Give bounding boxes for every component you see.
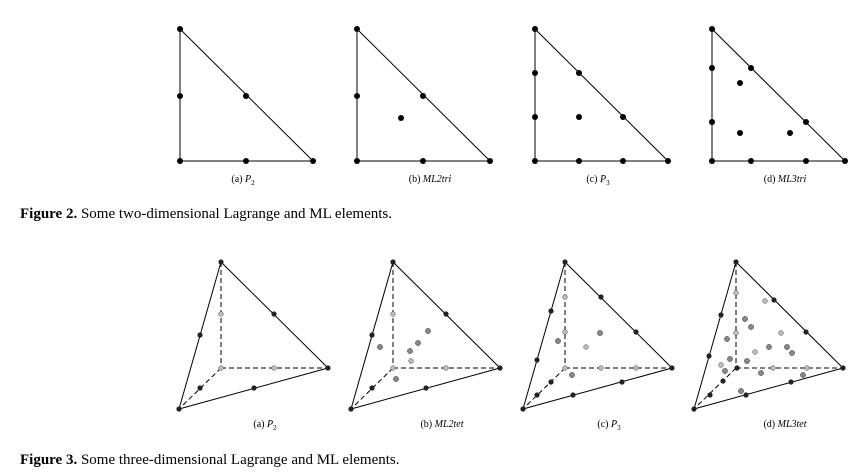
triangle-p3-diagram [532,26,671,164]
subcaption: (c) P3 [586,174,610,187]
fig2-panel-a: (a) P2 [168,20,328,195]
fig2-panel-d: (d) ML3tri [700,20,860,195]
figure-3-caption: Figure 3. Some three-dimensional Lagrang… [20,452,400,468]
subcaption: (c) P3 [597,419,621,432]
fig3-panel-b: (b) ML2tet [342,255,512,440]
subcaption: (b) ML2tri [408,174,452,185]
subcaption: (d) ML3tri [763,174,807,185]
figure-2-caption: Figure 2. Some two-dimensional Lagrange … [20,206,392,222]
subcaption: (d) ML3tet [763,419,807,430]
subcaption: (a) P2 [253,419,277,432]
triangle-ml2tri-diagram [354,26,493,164]
triangle-p2-diagram [177,26,316,164]
fig3-panel-c: (c) P3 [514,255,684,440]
subcaption: (b) ML2tet [420,419,464,430]
fig2-panel-c: (c) P3 [523,20,683,195]
tetrahedron-ml3tet-diagram [691,259,846,412]
tetrahedron-p3-diagram [520,259,675,412]
tetrahedron-ml2tet-diagram [348,259,503,412]
tetrahedron-p2-diagram [176,259,331,412]
subcaption: (a) P2 [231,174,255,187]
fig2-panel-b: (b) ML2tri [345,20,505,195]
fig3-panel-a: (a) P2 [170,255,340,440]
triangle-ml3tri-diagram [709,26,848,164]
fig3-panel-d: (d) ML3tet [685,255,855,440]
